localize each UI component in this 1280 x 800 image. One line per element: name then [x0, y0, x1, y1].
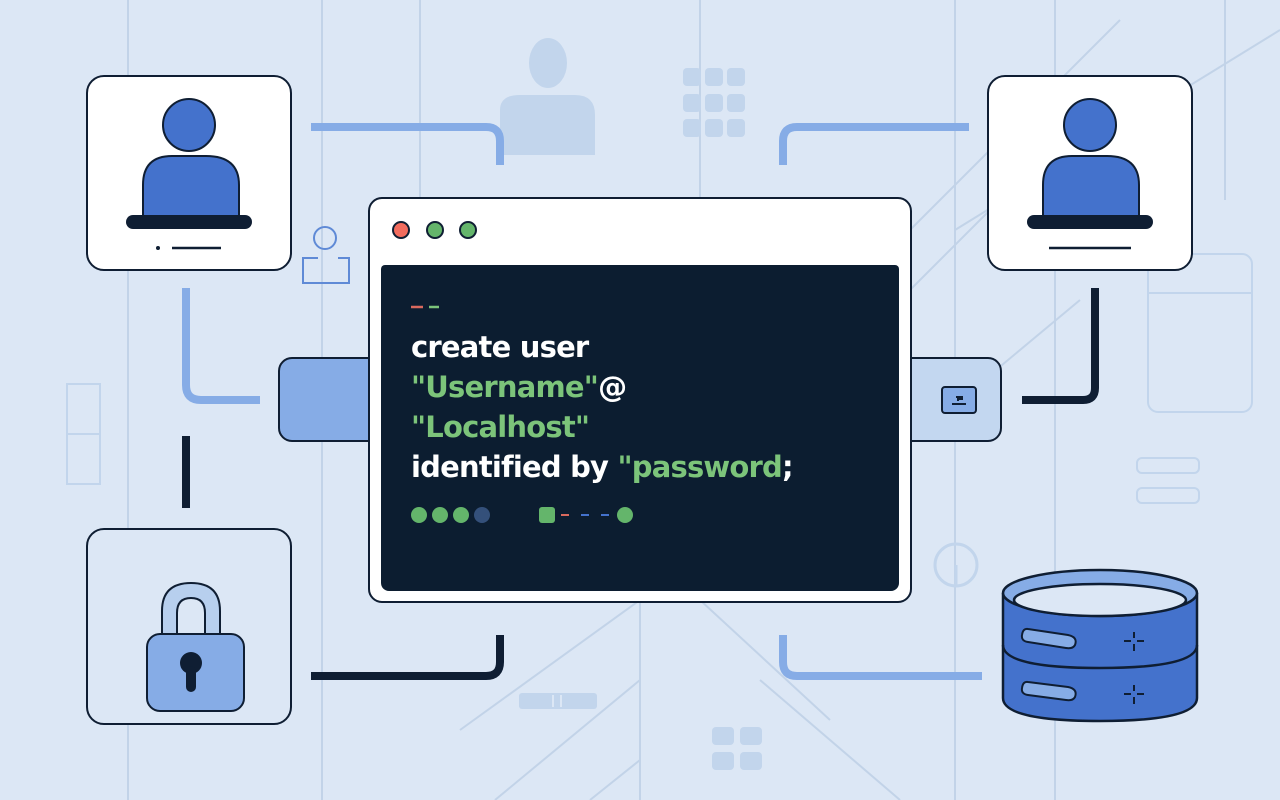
connector-left [182, 288, 260, 404]
user-card-right[interactable] [987, 75, 1193, 271]
terminal-window: create user "Username"@ "Localhost" iden… [368, 197, 912, 603]
connector-bottom-right [779, 635, 982, 680]
sql-string-username: "Username" [411, 370, 599, 404]
code-line-3: "Localhost" [411, 407, 793, 447]
badge-icon [941, 386, 977, 414]
left-tab [278, 357, 378, 442]
status-indicators [411, 507, 633, 523]
code-line-4: identified by "password; [411, 447, 794, 487]
faded-panel-right [1136, 253, 1253, 504]
faded-panel-left [66, 383, 101, 485]
lock-card[interactable] [86, 528, 292, 725]
sql-keyword: create user [411, 330, 589, 364]
faded-slider-icon [519, 693, 597, 709]
right-tab [905, 357, 1002, 442]
small-user-icon [302, 226, 350, 284]
close-button[interactable] [392, 221, 410, 239]
sql-string-host: "Localhost" [411, 410, 590, 444]
user-icon [126, 98, 252, 250]
code-line-1: create user [411, 327, 793, 367]
sql-code: create user "Username"@ "Localhost" iden… [411, 327, 794, 487]
sql-semicolon: ; [782, 450, 794, 484]
terminal-screen[interactable]: create user "Username"@ "Localhost" iden… [381, 265, 899, 591]
user-icon [1027, 98, 1153, 250]
connector-bottom-left [311, 635, 504, 680]
sql-keyword: identified by [411, 450, 618, 484]
connector-right [1022, 288, 1099, 404]
maximize-button[interactable] [459, 221, 477, 239]
faded-grid-icon [683, 68, 745, 137]
code-line-2: "Username"@ [411, 367, 793, 407]
faded-grid-small-icon [712, 727, 762, 770]
minimize-button[interactable] [426, 221, 444, 239]
lock-icon [146, 581, 245, 712]
comment-marker [411, 305, 439, 309]
user-card-left[interactable] [86, 75, 292, 271]
sql-string-password: "password [617, 450, 783, 484]
connector-top-right [779, 123, 969, 165]
sql-at: @ [598, 370, 627, 404]
connector-top-left [311, 123, 504, 165]
faded-user-icon [500, 38, 595, 155]
database-icon [1001, 568, 1199, 723]
faded-circle-icon [933, 542, 979, 588]
